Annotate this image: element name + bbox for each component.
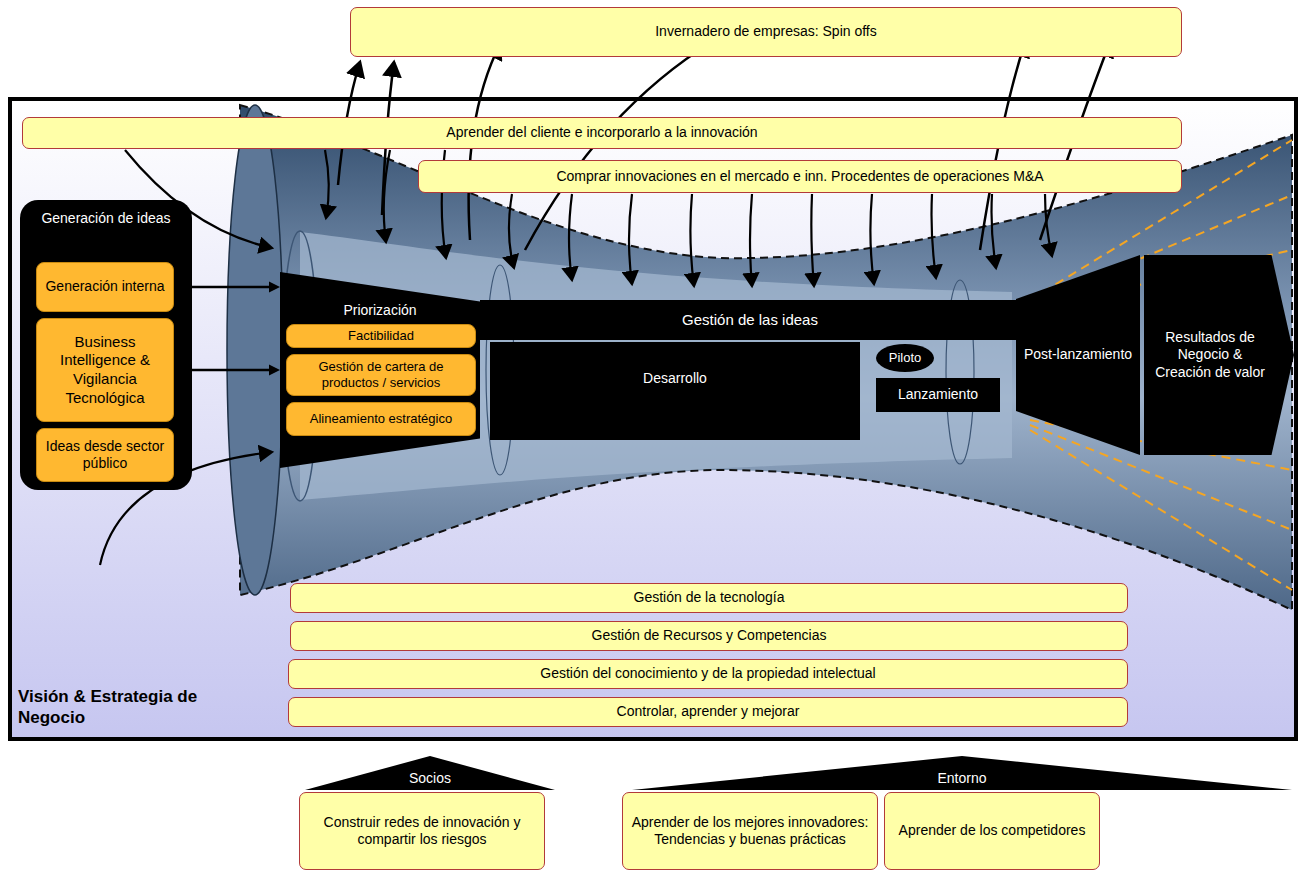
node-text: Aprender de los mejores innovadores: Ten… — [631, 814, 869, 849]
context-box: Aprender de los mejores innovadores: Ten… — [622, 792, 878, 870]
context-triangle: Entorno — [632, 756, 1292, 790]
criteria-box: Alineamiento estratégico — [286, 402, 476, 436]
node-text: Desarrollo — [490, 370, 860, 388]
input-band: Aprender del cliente e incorporarlo a la… — [22, 117, 1182, 149]
frame-ground — [10, 99, 1296, 739]
node-text: Piloto — [889, 350, 922, 366]
process-box: Lanzamiento — [876, 378, 1000, 412]
priority-stage: PriorizaciónFactibilidadGestión de carte… — [280, 272, 480, 468]
node-text: Gestión de las ideas — [682, 311, 818, 330]
node-text: Comprar innovaciones en el mercado e inn… — [556, 168, 1043, 186]
support-band: Controlar, aprender y mejorar — [288, 697, 1128, 727]
node-text: Business Intelligence & Vigilancia Tecno… — [41, 333, 169, 408]
node-text: Gestión del conocimiento y de la propied… — [540, 665, 875, 683]
node-text: Construir redes de innovación y comparti… — [308, 814, 536, 849]
input-band: Comprar innovaciones en el mercado e inn… — [418, 160, 1182, 193]
criteria-box: Gestión de cartera de productos / servic… — [286, 354, 476, 396]
process-box: Desarrollo — [490, 342, 860, 440]
spinoff-band: Invernadero de empresas: Spin offs — [350, 7, 1182, 57]
node-text: Lanzamiento — [898, 386, 978, 404]
context-box: Aprender de los competidores — [884, 792, 1100, 870]
post-launch-stage: Post-lanzamiento — [1016, 255, 1140, 455]
support-band: Gestión del conocimiento y de la propied… — [288, 659, 1128, 689]
funnel-mouth — [227, 105, 283, 595]
support-band: Gestión de Recursos y Competencias — [290, 621, 1128, 651]
arrow-head — [269, 365, 280, 376]
strategy-frame: Visión & Estrategia de Negocio Aprender d… — [8, 97, 1298, 741]
pilot-ellipse: Piloto — [876, 344, 934, 372]
support-band: Gestión de la tecnología — [290, 583, 1128, 613]
node-text: Socios — [409, 770, 451, 788]
node-text: Ideas desde sector público — [41, 438, 169, 473]
node-text: Visión & Estrategia de Negocio — [18, 686, 248, 729]
node-text: Invernadero de empresas: Spin offs — [655, 23, 877, 41]
node-text: Gestión de cartera de productos / servic… — [291, 359, 471, 392]
node-text: Generación interna — [45, 278, 164, 296]
node-text: Generación de ideas — [20, 210, 192, 228]
node-text: Factibilidad — [348, 328, 414, 344]
criteria-box: Factibilidad — [286, 324, 476, 348]
node-text: Resultados de Negocio & Creación de valo… — [1148, 329, 1272, 382]
node-text: Gestión de Recursos y Competencias — [592, 627, 827, 645]
funnel-body — [240, 105, 1292, 610]
process-bar: Gestión de las ideas — [480, 300, 1020, 340]
partner-triangle: Socios — [305, 756, 555, 790]
node-text: Alineamiento estratégico — [310, 411, 452, 427]
source-box: Ideas desde sector público — [36, 428, 174, 482]
node-text: Gestión de la tecnología — [634, 589, 785, 607]
source-box: Business Intelligence & Vigilancia Tecno… — [36, 318, 174, 422]
node-text: Aprender del cliente e incorporarlo a la… — [446, 124, 757, 142]
node-text: Controlar, aprender y mejorar — [617, 703, 800, 721]
partner-box: Construir redes de innovación y comparti… — [299, 792, 545, 870]
node-text: Priorización — [280, 302, 480, 320]
arrow-head — [269, 282, 280, 293]
ideas-panel: Generación de ideasGeneración internaBus… — [20, 200, 192, 490]
inflow-arrows — [100, 150, 1052, 565]
node-text: Entorno — [937, 770, 986, 788]
result-arrow: Resultados de Negocio & Creación de valo… — [1144, 255, 1294, 455]
node-text: Post-lanzamiento — [1024, 346, 1132, 364]
source-box: Generación interna — [36, 262, 174, 312]
node-text: Aprender de los competidores — [899, 822, 1086, 840]
